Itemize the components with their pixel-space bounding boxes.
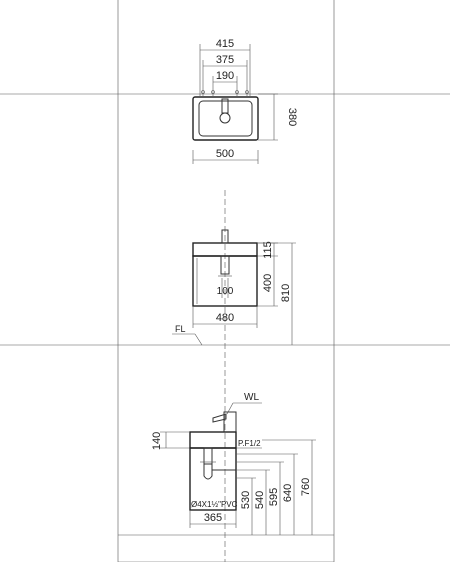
dim-480: 480 xyxy=(216,312,234,324)
pf-label: P.F1/2 xyxy=(238,439,261,448)
dim-595: 595 xyxy=(268,488,280,506)
dim-380: 380 xyxy=(286,108,298,126)
dim-810: 810 xyxy=(280,284,292,302)
dim-115: 115 xyxy=(262,241,274,259)
dim-500: 500 xyxy=(216,148,234,160)
dim-375: 375 xyxy=(216,54,234,66)
wl-label: WL xyxy=(244,392,259,403)
dim-640: 640 xyxy=(282,484,294,502)
dim-190: 190 xyxy=(216,70,234,82)
fl-label: FL xyxy=(175,324,186,334)
dim-760: 760 xyxy=(300,478,312,496)
pipe-label: Ø4X1½"PVC xyxy=(191,500,238,509)
dim-100: 100 xyxy=(217,286,234,297)
dim-530: 530 xyxy=(240,491,252,509)
dim-540: 540 xyxy=(254,491,266,509)
dim-365: 365 xyxy=(204,512,222,524)
dim-400: 400 xyxy=(262,274,274,292)
dim-140: 140 xyxy=(151,432,163,450)
dim-415: 415 xyxy=(216,38,234,50)
plan-view: 415 375 190 380 500 xyxy=(192,38,298,164)
side-view: WL P.F1/2 Ø4X1½"PVC 140 530 540 595 640 … xyxy=(151,392,316,535)
front-view: 100 115 400 810 480 FL xyxy=(172,229,296,346)
